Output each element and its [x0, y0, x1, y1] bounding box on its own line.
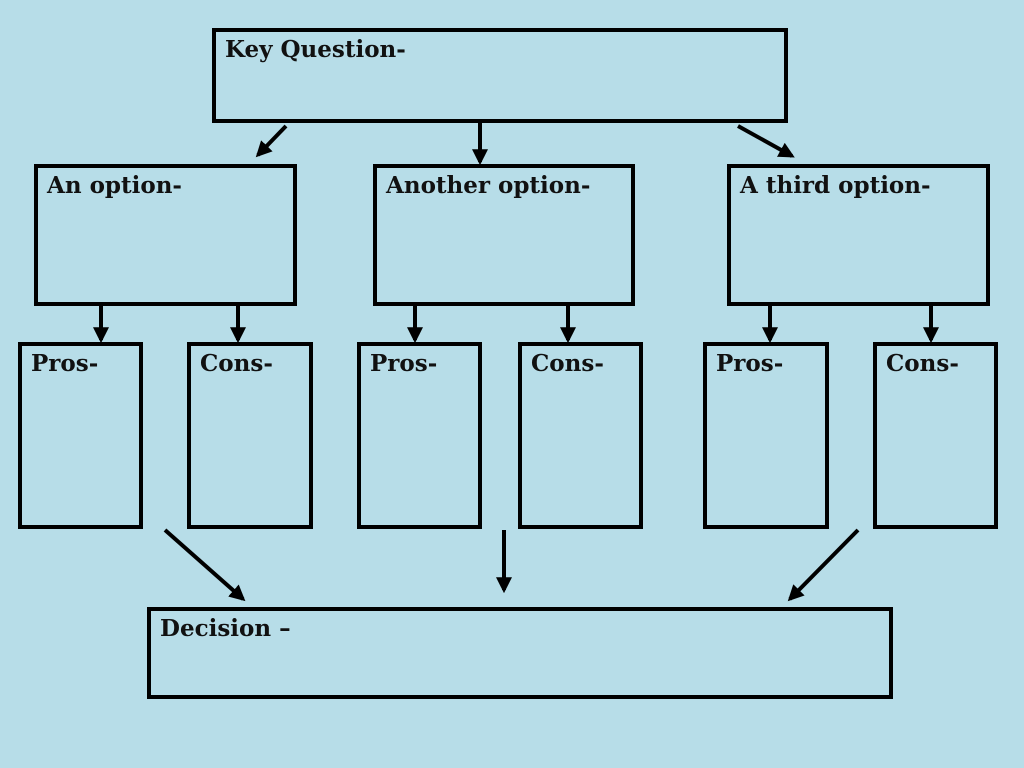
pros-box-option-1: Pros- — [18, 342, 143, 529]
arrow-left-to-decision — [163, 528, 246, 602]
cons-label: Cons- — [200, 350, 273, 377]
cons-label: Cons- — [886, 350, 959, 377]
decision-label: Decision – — [160, 615, 291, 642]
cons-label: Cons- — [531, 350, 604, 377]
pros-label: Pros- — [31, 350, 99, 377]
arrow-question-to-option-1 — [255, 124, 288, 158]
option-box-2: Another option- — [373, 164, 635, 306]
cons-box-option-3: Cons- — [873, 342, 998, 529]
option-label: Another option- — [386, 172, 591, 199]
option-box-1: An option- — [34, 164, 297, 306]
pros-box-option-2: Pros- — [357, 342, 482, 529]
option-box-3: A third option- — [727, 164, 990, 306]
key-question-label: Key Question- — [225, 36, 406, 63]
cons-box-option-2: Cons- — [518, 342, 643, 529]
pros-box-option-3: Pros- — [703, 342, 829, 529]
pros-label: Pros- — [370, 350, 438, 377]
arrow-right-to-decision — [787, 528, 860, 602]
cons-box-option-1: Cons- — [187, 342, 313, 529]
key-question-box: Key Question- — [212, 28, 788, 123]
pros-label: Pros- — [716, 350, 784, 377]
option-label: An option- — [47, 172, 182, 199]
decision-box: Decision – — [147, 607, 893, 699]
arrow-question-to-option-3 — [737, 124, 795, 158]
option-label: A third option- — [740, 172, 931, 199]
